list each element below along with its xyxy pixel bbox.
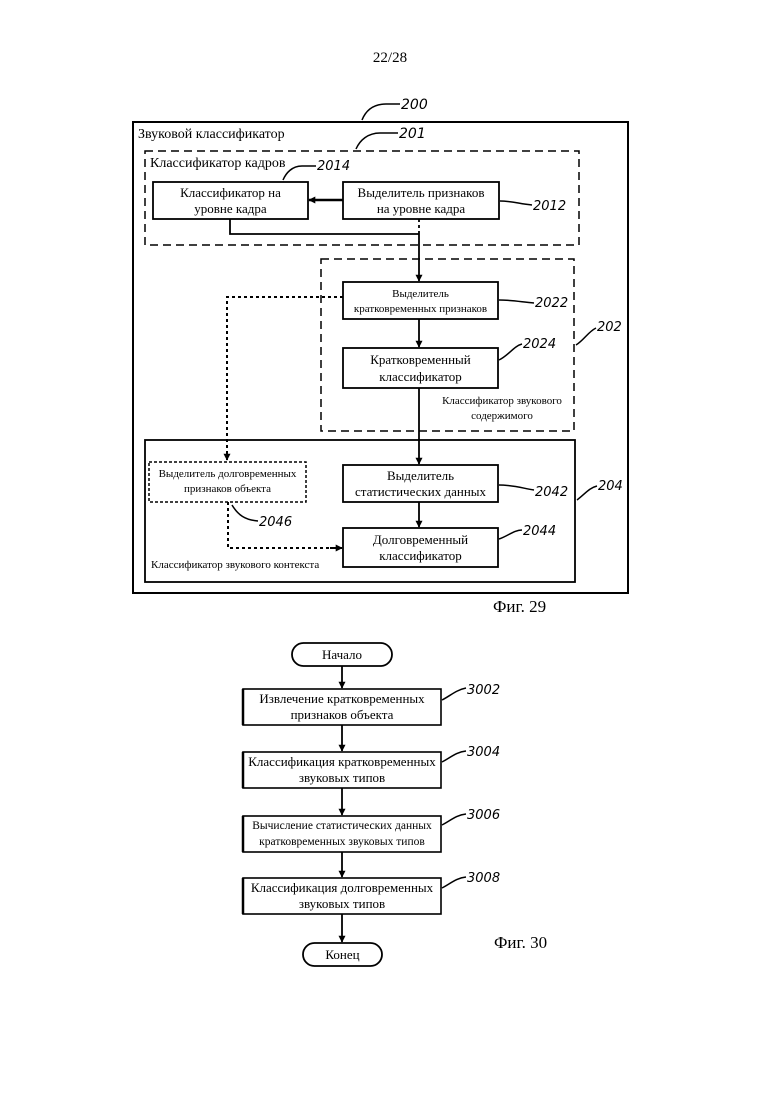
- leader-2042: [499, 485, 534, 490]
- sound-classifier-title: Звуковой классификатор: [138, 127, 285, 142]
- ref-204: 204: [598, 479, 623, 494]
- stats-extractor-line2: статистических данных: [355, 484, 487, 499]
- content-classifier-label-line2: содержимого: [471, 410, 533, 422]
- leader-2046: [232, 505, 258, 521]
- leader-202: [576, 328, 596, 345]
- end-label: Конец: [325, 947, 359, 962]
- page-number: 22/28: [373, 50, 407, 66]
- short-feature-extractor-line1: Выделитель: [392, 288, 449, 300]
- context-classifier-label: Классификатор звукового контекста: [151, 559, 319, 571]
- line-classifier-output: [230, 219, 419, 234]
- content-classifier-label-line1: Классификатор звукового: [442, 395, 562, 407]
- fig29: Звуковой классификатор 200 Классификатор…: [133, 97, 628, 616]
- long-classifier-line1: Долговременный: [373, 532, 468, 547]
- leader-3004: [442, 751, 466, 762]
- frame-feature-extractor-line1: Выделитель признаков: [358, 185, 485, 200]
- short-feature-extractor-line2: кратковременных признаков: [354, 303, 487, 315]
- short-classifier-line1: Кратковременный: [370, 352, 470, 367]
- long-feature-extractor-line2: признаков объекта: [184, 483, 271, 495]
- ref-201: 201: [399, 126, 426, 142]
- ref-2046: 2046: [259, 515, 292, 530]
- ref-2042: 2042: [535, 485, 568, 500]
- leader-204: [577, 486, 597, 500]
- fig30-caption: Фиг. 30: [494, 933, 547, 952]
- step-3002-line1: Извлечение кратковременных: [259, 691, 425, 706]
- long-classifier-line2: классификатор: [379, 548, 462, 563]
- leader-3008: [442, 877, 466, 888]
- ref-2024: 2024: [523, 337, 556, 352]
- leader-2012: [500, 201, 532, 205]
- ref-202: 202: [597, 320, 622, 335]
- step-3004-line1: Классификация кратковременных: [248, 754, 436, 769]
- ref-3006: 3006: [467, 808, 500, 823]
- step-3006-line1: Вычисление статистических данных: [252, 820, 432, 832]
- frame-level-classifier-line2: уровне кадра: [194, 201, 267, 216]
- leader-201: [356, 133, 398, 149]
- step-3004-line2: звуковых типов: [299, 770, 385, 785]
- ref-3004: 3004: [467, 745, 500, 760]
- leader-3006: [442, 814, 466, 825]
- leader-3002: [442, 688, 466, 700]
- long-feature-extractor-line1: Выделитель долговременных: [159, 468, 297, 480]
- leader-200: [362, 104, 400, 120]
- ref-2044: 2044: [523, 524, 556, 539]
- ref-2014: 2014: [317, 159, 350, 174]
- dotted-path-to-long-extractor: [227, 297, 343, 457]
- ref-2022: 2022: [535, 296, 568, 311]
- fig29-caption: Фиг. 29: [493, 597, 546, 616]
- fig30: Начало Извлечение кратковременных призна…: [243, 643, 547, 966]
- start-label: Начало: [322, 647, 362, 662]
- step-3008-line1: Классификация долговременных: [251, 880, 434, 895]
- short-classifier-line2: классификатор: [379, 369, 462, 384]
- step-3008-line2: звуковых типов: [299, 896, 385, 911]
- ref-2012: 2012: [533, 199, 566, 214]
- leader-2022: [499, 300, 534, 303]
- frame-classifier-title: Классификатор кадров: [150, 156, 286, 171]
- leader-2024: [499, 344, 522, 360]
- ref-200: 200: [401, 97, 428, 113]
- frame-level-classifier-line1: Классификатор на: [180, 185, 281, 200]
- step-3002-line2: признаков объекта: [291, 707, 394, 722]
- ref-3008: 3008: [467, 871, 500, 886]
- frame-feature-extractor-line2: на уровне кадра: [377, 201, 466, 216]
- ref-3002: 3002: [467, 683, 500, 698]
- step-3006-line2: кратковременных звуковых типов: [259, 836, 425, 848]
- leader-2044: [499, 530, 522, 539]
- leader-2014: [283, 166, 316, 180]
- stats-extractor-line1: Выделитель: [387, 468, 454, 483]
